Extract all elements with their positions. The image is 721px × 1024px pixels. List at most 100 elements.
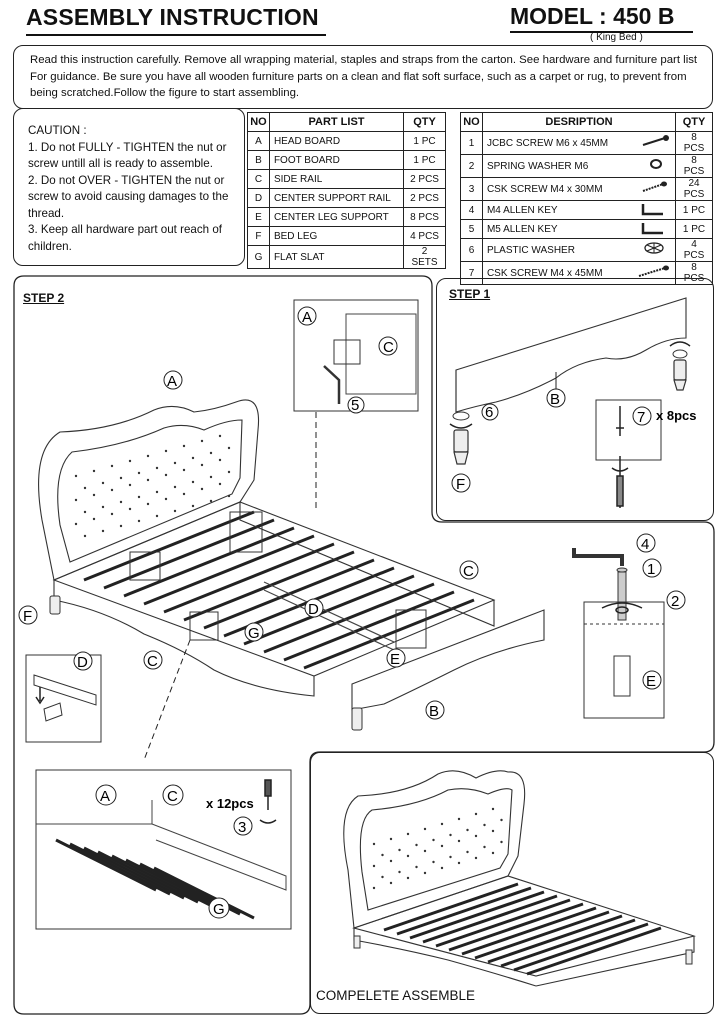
tuft-button [209,475,213,479]
tuft-button [200,463,204,467]
side-rail-drawing [151,823,287,891]
tuft-button [182,444,186,448]
model-subtitle: ( King Bed ) [590,32,643,43]
slat [111,854,213,908]
tuft-button [406,876,410,880]
callout-support: E [390,651,400,668]
callout-c: C [383,339,394,356]
page-title: ASSEMBLY INSTRUCTION [26,4,319,30]
bracket-drawing [43,702,63,722]
tuft-button [101,481,105,485]
tuft-button [119,500,123,504]
tuft-button [466,828,469,832]
tuft-button [415,865,418,869]
plastic-washer-icon [452,349,688,421]
screw-icon [642,181,668,192]
caution-line: screw untill all is ready to assemble. [28,157,213,170]
tuft-button [218,434,222,438]
tuft-button [164,473,168,477]
frame-drawing [352,875,696,987]
tuft-button [128,483,132,487]
tuft-button [440,822,444,826]
callout-washer: 2 [671,593,679,610]
step1-illustration: B F 6 7 x 8pcs [449,297,696,508]
tuft-button [440,844,444,848]
slat [303,598,475,670]
tuft-button [218,482,222,486]
step1-label: STEP 1 [449,287,491,301]
slat [383,882,519,932]
tuft-button [83,486,87,490]
tuft-button [227,446,231,450]
tuft-button [406,832,410,836]
complete-bed-illustration [343,770,696,987]
hw-desc: PLASTIC WASHER [481,238,677,262]
tuft-button [164,497,168,501]
col-header-qty: QTY [675,112,713,132]
tuft-button [209,451,213,455]
plastic-washer-icon [644,242,664,254]
slat [103,518,275,590]
tuft-button [457,861,461,865]
rotate-arrow-icon [601,602,643,609]
tuft-button [83,510,87,514]
bolt-icon [642,135,670,146]
detail-box [229,511,263,553]
step2-exploded-bed: A C C D G E B F [18,370,545,761]
tuft-button [164,449,168,453]
hw-qty: 1 PC [675,200,713,220]
callout-washer: 6 [485,404,493,421]
bed-leg-drawing [49,595,363,731]
tuft-button [173,461,177,465]
slat [123,526,295,598]
slat [409,890,545,940]
tuft-button [432,860,435,864]
tuft-button [137,519,141,523]
tuft-button [381,853,384,857]
bed-leg-drawing [353,935,693,965]
callout-leg: F [456,476,465,493]
slat [526,926,662,976]
headboard-drawing [38,399,260,581]
col-header-description: DESRIPTION [481,112,677,132]
tuft-button [182,468,186,472]
tuft-button [500,840,503,844]
leader-line [143,639,191,761]
callout-leg: F [23,608,32,625]
hw-desc-text: CSK SCREW M4 x 30MM [486,183,603,195]
tuft-button [92,469,96,473]
tuft-button [449,833,452,837]
callout-center-rail: D [308,601,319,618]
tuft-button [500,818,503,822]
callout-slat: G [248,625,260,642]
footboard-drawing [351,609,545,711]
arrow-down-icon [35,687,45,705]
tuft-button [182,492,186,496]
tuft-button [155,490,159,494]
tuft-button [466,850,469,854]
callout-side-rail: C [167,788,178,805]
step1-panel [436,278,714,521]
tuft-button [128,507,132,511]
caution-line: 3. Keep all hardware part out reach of [28,223,222,236]
tuft-button [474,834,478,838]
slat [435,898,571,948]
intro-box: Read this instruction carefully. Remove … [13,45,713,109]
rotate-arrow-icon [669,341,691,347]
caution-box: CAUTION : 1. Do not FULLY - TIGHTEN the … [13,108,245,266]
hw-desc-text: CSK SCREW M4 x 45MM [486,267,603,279]
tuft-button [209,499,213,503]
slat [83,510,255,582]
slat [461,906,597,956]
screw-icon [264,779,272,810]
tuft-button [389,881,393,885]
slat [448,902,584,952]
callout-headboard: A [167,373,177,390]
tuft-button [381,875,384,879]
caution-line: screw to avoid causing damages to the [28,190,229,203]
tuft-button [423,827,427,831]
rail-section [583,601,665,719]
